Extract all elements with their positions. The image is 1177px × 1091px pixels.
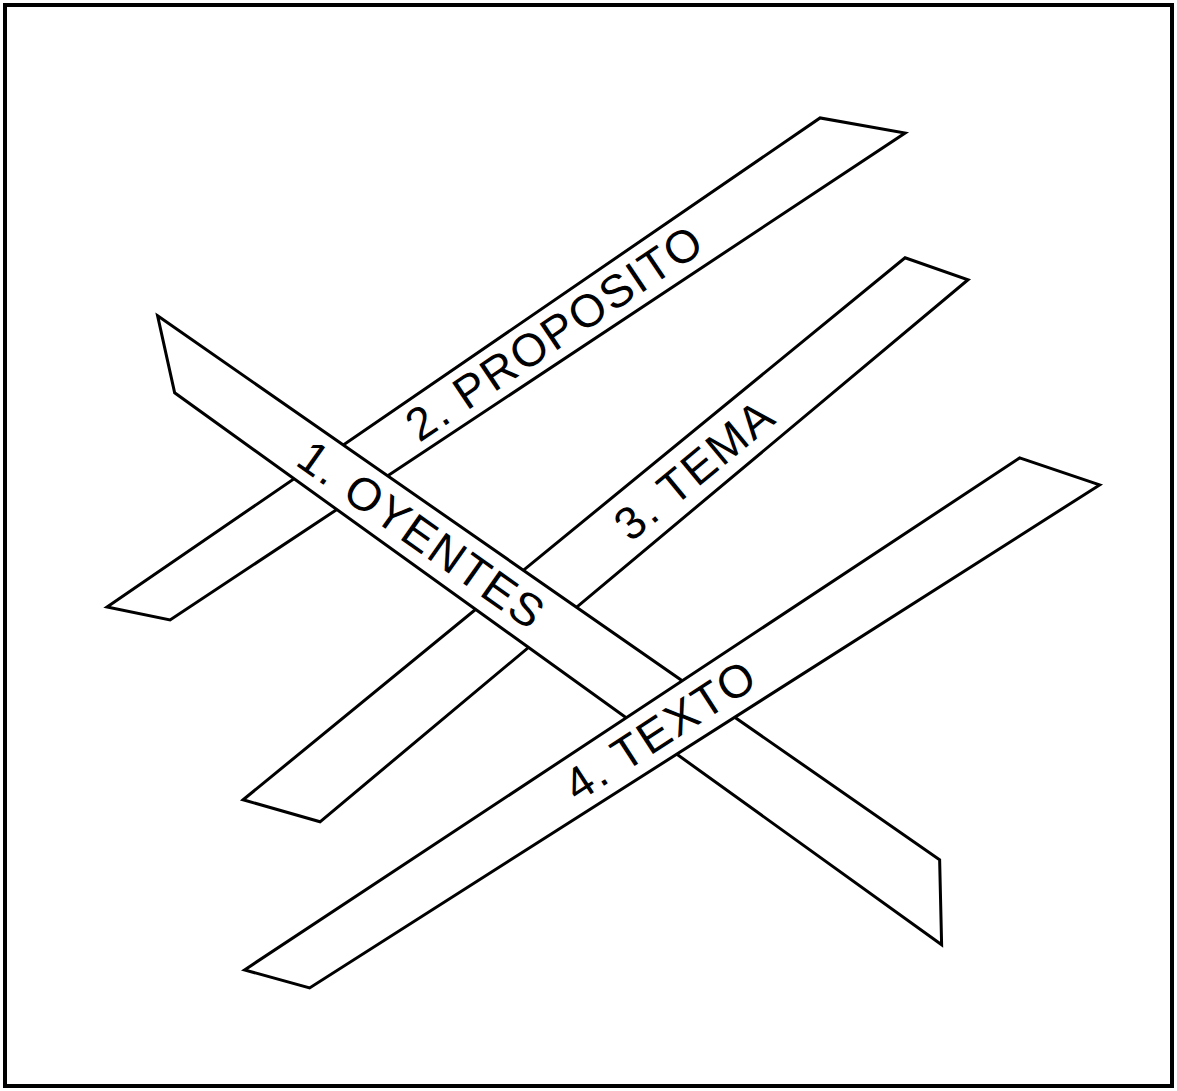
band-shape: [241, 429, 1100, 1019]
frame-border: [5, 5, 1172, 1086]
band-label: 1. OYENTES: [290, 433, 554, 639]
band-label: 3. TEMA: [605, 391, 782, 549]
band-label: 2. PROPOSITO: [398, 217, 712, 450]
band-shape: [243, 233, 971, 851]
